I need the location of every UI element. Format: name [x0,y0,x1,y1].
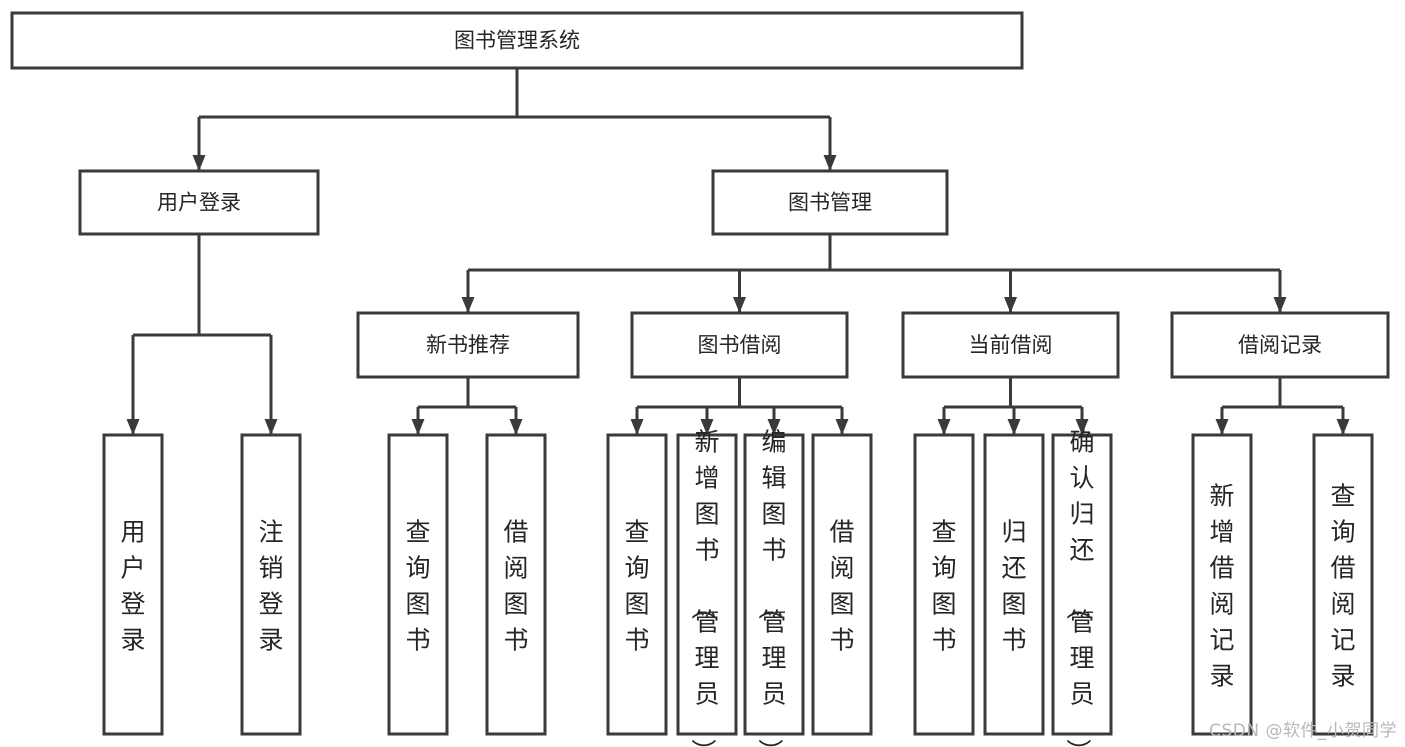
node-box-leaf-borrow-book[interactable] [811,433,873,736]
node-box-leaf-user-login[interactable] [102,433,164,736]
connector-edge-current-split [937,377,1089,435]
node-user-login[interactable]: 用户登录 [78,169,320,236]
node-box-leaf-query-book-borrow[interactable] [606,433,668,736]
node-box-borrow-record[interactable] [1170,311,1390,379]
node-label-leaf-borrow-book-recommend: 借阅图书 [503,518,528,655]
arrow-head-icon [126,419,140,435]
node-book-management[interactable]: 图书管理 [711,169,949,236]
node-new-book-recommend[interactable]: 新书推荐 [356,311,580,379]
node-current-borrow[interactable]: 当前借阅 [901,311,1120,379]
node-box-root[interactable] [10,11,1024,70]
arrow-head-icon [461,297,475,313]
node-leaf-user-login[interactable]: 用户登录 [102,433,164,736]
connector-edge-borrow-split [630,377,849,435]
arrow-head-icon [823,155,837,171]
node-box-book-management[interactable] [711,169,949,236]
arrow-head-icon [192,155,206,171]
node-box-leaf-return-book[interactable] [983,433,1045,736]
arrow-head-icon [411,419,425,435]
node-leaf-add-borrow-record[interactable]: 新增借阅记录 [1191,433,1253,736]
node-label-root: 图书管理系统 [454,29,580,53]
node-leaf-borrow-book[interactable]: 借阅图书 [811,433,873,736]
arrow-head-icon [264,419,278,435]
connector-edge-root-split [192,68,837,171]
node-leaf-confirm-return[interactable]: 确认归还（管理员） [1051,428,1113,747]
node-box-leaf-logout[interactable] [240,433,302,736]
node-leaf-return-book[interactable]: 归还图书 [983,433,1045,736]
arrow-head-icon [1007,419,1021,435]
node-layer: 图书管理系统用户登录图书管理新书推荐图书借阅当前借阅借阅记录用户登录注销登录查询… [10,11,1390,747]
node-box-leaf-query-book-current[interactable] [913,433,975,736]
node-label-leaf-add-borrow-record: 新增借阅记录 [1209,482,1234,691]
connector-edge-recommend-split [411,377,523,435]
node-label-book-borrow: 图书借阅 [698,333,782,357]
node-label-book-management: 图书管理 [788,191,872,215]
node-box-leaf-add-borrow-record[interactable] [1191,433,1253,736]
node-label-leaf-logout: 注销登录 [258,518,283,655]
node-label-leaf-query-borrow-record: 查询借阅记录 [1330,482,1355,691]
arrow-head-icon [733,297,746,313]
node-book-borrow[interactable]: 图书借阅 [630,311,849,379]
node-box-leaf-query-borrow-record[interactable] [1312,433,1374,736]
arrow-head-icon [1075,419,1089,435]
connector-edge-bookmgmt-split [461,234,1287,313]
node-root[interactable]: 图书管理系统 [10,11,1024,70]
node-label-user-login: 用户登录 [157,191,241,215]
connector-layer [126,68,1350,435]
node-box-leaf-query-book-recommend[interactable] [387,433,449,736]
node-leaf-query-book-recommend[interactable]: 查询图书 [387,433,449,736]
node-box-leaf-add-book[interactable] [676,433,738,736]
arrow-head-icon [937,419,951,435]
node-box-new-book-recommend[interactable] [356,311,580,379]
node-label-leaf-query-book-borrow: 查询图书 [624,518,649,655]
node-label-leaf-add-book: 新增图书（管理员） [688,428,719,747]
arrow-head-icon [1336,419,1350,435]
node-label-leaf-return-book: 归还图书 [1001,518,1026,655]
node-label-borrow-record: 借阅记录 [1238,333,1322,357]
node-leaf-query-book-borrow[interactable]: 查询图书 [606,433,668,736]
node-label-leaf-user-login: 用户登录 [120,518,145,655]
node-box-leaf-borrow-book-recommend[interactable] [485,433,547,736]
arrow-head-icon [1215,419,1229,435]
node-leaf-query-borrow-record[interactable]: 查询借阅记录 [1312,433,1374,736]
node-label-leaf-query-book-recommend: 查询图书 [405,518,430,655]
arrow-head-icon [630,419,644,435]
node-box-leaf-edit-book[interactable] [743,433,805,736]
node-label-leaf-query-book-current: 查询图书 [931,518,956,655]
node-label-leaf-confirm-return: 确认归还（管理员） [1063,428,1094,747]
node-leaf-edit-book[interactable]: 编辑图书（管理员） [743,428,805,747]
node-label-new-book-recommend: 新书推荐 [426,333,510,357]
connector-edge-userlogin-split [126,234,278,435]
node-leaf-borrow-book-recommend[interactable]: 借阅图书 [485,433,547,736]
arrow-head-icon [767,419,781,435]
node-label-leaf-edit-book: 编辑图书（管理员） [755,428,786,747]
node-box-current-borrow[interactable] [901,311,1120,379]
node-leaf-logout[interactable]: 注销登录 [240,433,302,736]
node-box-leaf-confirm-return[interactable] [1051,433,1113,736]
node-leaf-add-book[interactable]: 新增图书（管理员） [676,428,738,747]
node-box-book-borrow[interactable] [630,311,849,379]
node-box-user-login[interactable] [78,169,320,236]
connector-edge-record-split [1215,377,1350,435]
node-label-leaf-borrow-book: 借阅图书 [829,518,854,655]
arrow-head-icon [1004,297,1017,313]
arrow-head-icon [835,419,849,435]
node-label-current-borrow: 当前借阅 [969,333,1053,357]
arrow-head-icon [509,419,523,435]
node-leaf-query-book-current[interactable]: 查询图书 [913,433,975,736]
arrow-head-icon [700,419,714,435]
node-borrow-record[interactable]: 借阅记录 [1170,311,1390,379]
arrow-head-icon [1273,297,1287,313]
